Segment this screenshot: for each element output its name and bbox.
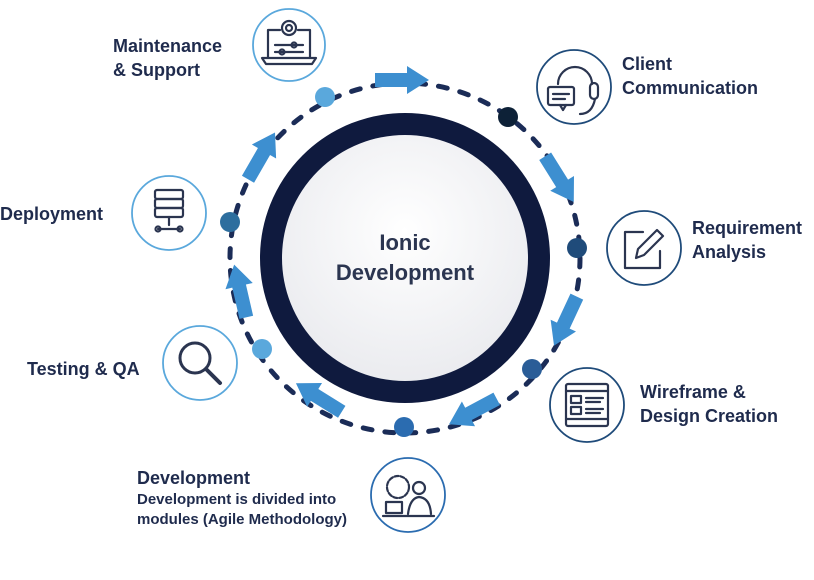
- step-label-wireframe-design: Wireframe & Design Creation: [640, 380, 778, 428]
- step-label-deployment: Deployment: [0, 202, 103, 226]
- step-label-development: Development Development is divided into …: [137, 466, 347, 530]
- step-title: Development: [137, 468, 251, 488]
- step-label-requirement-analysis: Requirement Analysis: [692, 216, 802, 264]
- laptop-settings-icon: [252, 8, 326, 82]
- magnifier-icon: [162, 325, 238, 401]
- flow-arrow: [533, 148, 586, 210]
- wireframe-icon: [549, 367, 625, 443]
- center-title: Ionic Development: [305, 228, 505, 288]
- step-description-line2: modules (Agile Methodology): [137, 511, 347, 528]
- flow-arrow: [375, 66, 429, 94]
- step-dot: [220, 212, 240, 232]
- edit-icon: [606, 210, 682, 286]
- step-title: Testing & QA: [27, 359, 140, 379]
- step-description-line1: Development is divided into: [137, 491, 337, 508]
- step-dot: [394, 417, 414, 437]
- step-label-testing-qa: Testing & QA: [27, 357, 140, 381]
- step-title: Maintenance: [113, 36, 223, 56]
- headset-chat-icon: [536, 49, 612, 125]
- step-dot: [522, 359, 542, 379]
- step-dot: [315, 87, 335, 107]
- step-title-line2: Communication: [622, 78, 759, 98]
- developer-gear-icon: [370, 457, 446, 533]
- server-icon: [131, 175, 207, 251]
- step-title: Requirement: [692, 218, 803, 238]
- step-title: Wireframe &: [640, 382, 746, 402]
- center-title-line2: Development: [335, 260, 475, 285]
- center-ring: [260, 113, 550, 403]
- step-label-client-communication: Client Communication: [622, 52, 758, 100]
- step-title-line2: Design Creation: [640, 406, 779, 426]
- step-dot: [252, 339, 272, 359]
- step-title: Client: [622, 54, 673, 74]
- center-title-line1: Ionic: [379, 230, 431, 255]
- step-dot: [567, 238, 587, 258]
- step-title-line2: & Support: [113, 60, 200, 80]
- step-label-maintenance-support: Maintenance & Support: [113, 34, 222, 82]
- flow-arrow: [541, 290, 590, 352]
- step-dot: [498, 107, 518, 127]
- flow-arrow: [220, 261, 260, 321]
- step-title-line2: Analysis: [692, 242, 767, 262]
- step-title: Deployment: [0, 204, 104, 224]
